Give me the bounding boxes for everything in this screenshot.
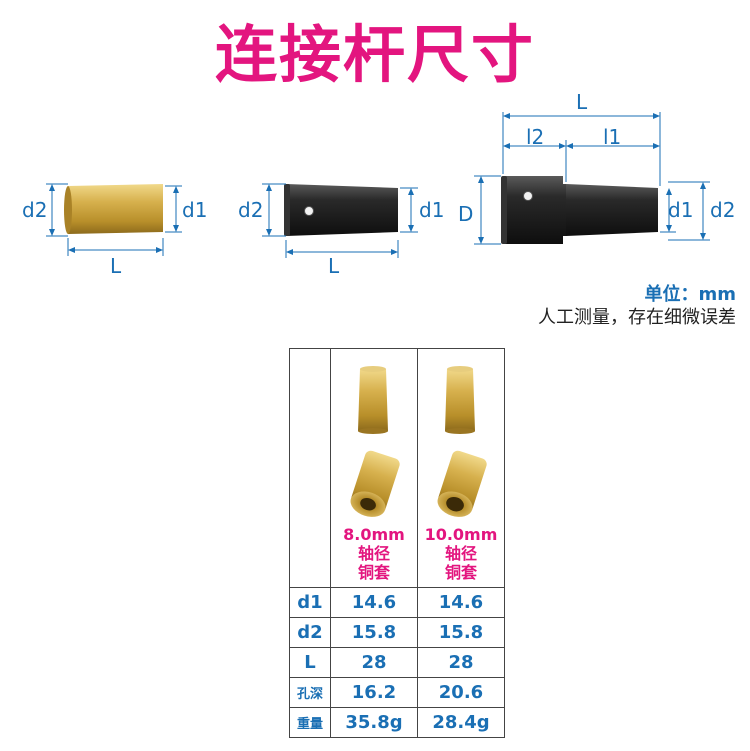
product-cell-8mm: 8.0mm 轴径 铜套 [330, 348, 418, 588]
brass-dimension-lines [46, 183, 182, 256]
product-name-8mm: 8.0mm 轴径 铜套 [343, 525, 405, 582]
table-row: 孔深 16.2 20.6 [289, 677, 505, 708]
row-label-L: L [289, 647, 331, 678]
table-row: L 28 28 [289, 647, 505, 678]
table-cell: 28.4g [417, 707, 505, 738]
table-cell: 14.6 [330, 587, 418, 618]
corner-cell [289, 348, 331, 588]
label-L-steel: L [328, 254, 340, 278]
page-title: 连接杆尺寸 [214, 18, 535, 91]
table-cell: 14.6 [417, 587, 505, 618]
table-cell: 35.8g [330, 707, 418, 738]
label-L-rod: L [576, 90, 588, 114]
label-l2-rod: l2 [526, 125, 545, 149]
table-cell: 15.8 [330, 617, 418, 648]
rod-dimension-lines [474, 112, 710, 245]
label-D-rod: D [458, 202, 474, 226]
label-d2-rod: d2 [710, 198, 736, 222]
label-L-brass: L [110, 254, 122, 278]
unit-label: 单位：mm [644, 284, 736, 305]
table-cell: 28 [330, 647, 418, 678]
dimension-diagram [46, 112, 710, 258]
spec-table: 8.0mm 轴径 铜套 10.0mm 轴径 铜套 [289, 348, 505, 738]
table-row: d1 14.6 14.6 [289, 587, 505, 618]
connecting-rod-drawing [501, 176, 658, 244]
table-row: d2 15.8 15.8 [289, 617, 505, 648]
label-d1-brass: d1 [182, 198, 208, 222]
table-cell: 20.6 [417, 677, 505, 708]
label-d2-brass: d2 [22, 198, 48, 222]
brass-sleeve-photo [350, 366, 400, 517]
table-row: 重量 35.8g 28.4g [289, 707, 505, 738]
measurement-note: 人工测量，存在细微误差 [538, 307, 736, 328]
table-cell: 28 [417, 647, 505, 678]
label-d2-steel: d2 [238, 198, 264, 222]
label-l1-rod: l1 [603, 125, 622, 149]
row-label-d2: d2 [289, 617, 331, 648]
product-name-10mm: 10.0mm 轴径 铜套 [424, 525, 498, 582]
label-d1-steel: d1 [419, 198, 445, 222]
table-cell: 15.8 [417, 617, 505, 648]
steel-sleeve-drawing [284, 184, 398, 236]
label-d1-rod: d1 [668, 198, 694, 222]
product-cell-10mm: 10.0mm 轴径 铜套 [417, 348, 505, 588]
table-cell: 16.2 [330, 677, 418, 708]
row-label-weight: 重量 [289, 707, 331, 738]
product-image-row: 8.0mm 轴径 铜套 10.0mm 轴径 铜套 [289, 348, 505, 588]
brass-sleeve-drawing [64, 184, 163, 234]
row-label-d1: d1 [289, 587, 331, 618]
brass-sleeve-photo [437, 366, 487, 517]
steel-dimension-lines [262, 183, 418, 258]
row-label-hole-depth: 孔深 [289, 677, 331, 708]
